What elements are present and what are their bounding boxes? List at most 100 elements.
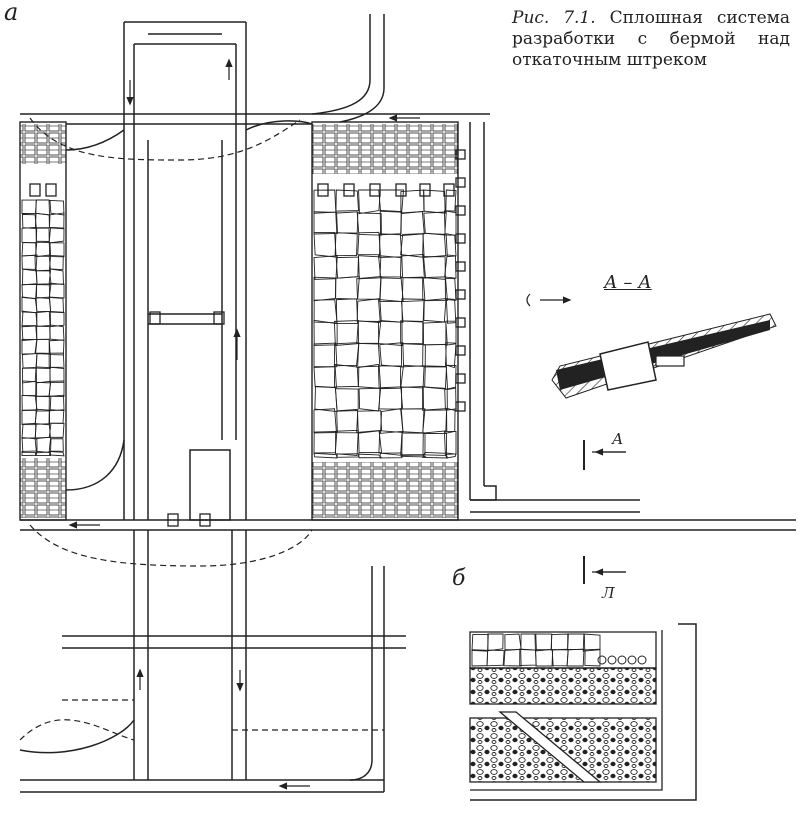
rock-fragment (335, 211, 359, 234)
rock-fragment (21, 409, 38, 426)
rock-fragment (400, 454, 428, 458)
rock-fragment (313, 319, 338, 346)
rock-fragment (379, 233, 403, 258)
rock-fragment (49, 324, 65, 341)
rock-fragment (400, 189, 425, 214)
rock-fragment (422, 408, 448, 434)
rock-fragment (21, 338, 38, 355)
face-block (455, 345, 466, 356)
section-title: А – А (604, 272, 652, 293)
rock-fragment (567, 633, 586, 651)
arrow-head (225, 58, 233, 68)
rock-fragment (34, 212, 50, 229)
rock-fragment (503, 648, 522, 667)
rock-fragment (358, 430, 383, 454)
support-post (45, 183, 57, 197)
rock-fragment (422, 366, 449, 390)
rock-fragment (35, 227, 50, 242)
arrow-head (236, 682, 244, 692)
rock-fragment (313, 408, 337, 434)
arrow-head (594, 568, 604, 576)
rock-fragment (314, 385, 338, 413)
rock-fragment (34, 423, 51, 440)
rock-fragment (21, 296, 38, 314)
rock-fragment (49, 296, 64, 314)
rock-fragment (21, 352, 38, 369)
rock-fragment (48, 394, 65, 412)
rock-fragment (34, 451, 51, 457)
rock-fragment (487, 633, 504, 652)
rock-fragment (400, 343, 426, 368)
rock-fragment (358, 255, 382, 280)
rock-fragment (380, 408, 404, 434)
rock-fragment (471, 649, 489, 667)
panel-label-a: а (4, 0, 19, 26)
face-block (455, 401, 466, 412)
rock-fragment (358, 387, 382, 412)
rock-fragment (34, 255, 52, 272)
rock-fragment (335, 388, 359, 412)
rock-fragment (550, 633, 569, 651)
face-block (455, 149, 466, 160)
rock-fragment (313, 342, 338, 368)
rock-fragment (356, 320, 382, 344)
rock-fragment (48, 451, 65, 457)
face-block (455, 289, 466, 300)
rock-fragment (35, 395, 52, 412)
rock-fragment (401, 276, 424, 303)
section-a-a (526, 293, 777, 399)
rock-fragment (313, 299, 338, 324)
rock-fragment (313, 211, 338, 235)
rock-fragment (35, 325, 51, 340)
rock-fragment (584, 648, 601, 667)
rock-fragment (313, 431, 338, 454)
rock-fragment (401, 298, 425, 323)
rock-fragment (400, 233, 424, 258)
dashed-routes (19, 117, 384, 741)
face-block (455, 233, 466, 244)
rock-fragment (400, 386, 424, 410)
rock-fragment (48, 227, 65, 244)
rock-fragment (313, 452, 338, 459)
rock-fragment (313, 231, 337, 258)
rock-fragment (356, 275, 382, 300)
rock-fragment (379, 277, 404, 302)
rock-fragment (21, 242, 37, 257)
rock-fragment (50, 438, 64, 452)
rock-fragment (357, 231, 381, 256)
rock-fragment (35, 381, 52, 398)
rock-fragment (335, 298, 359, 324)
section-mark-bottom: Л (602, 584, 615, 602)
rock-fragment (48, 409, 65, 424)
rock-fragment (34, 436, 52, 454)
rock-fragment (21, 450, 38, 456)
rock-fragment (400, 364, 426, 388)
rock-fragment (36, 284, 52, 299)
panel-label-b: б (452, 566, 466, 591)
rock-fragment (446, 387, 457, 411)
rock-fragment (422, 276, 448, 302)
rock-fragment (49, 310, 65, 328)
rock-fragment (445, 233, 457, 258)
rock-fragment (378, 320, 403, 346)
rock-fragment (48, 422, 65, 438)
rock-fragment (378, 189, 404, 213)
arrow-head (126, 96, 134, 106)
rock-fragment (423, 189, 446, 214)
left-rock-pillar (19, 121, 67, 521)
rock-fragment (335, 429, 359, 456)
rock-fragment (35, 269, 52, 285)
arrow-head (136, 668, 144, 678)
flow-arrows (68, 58, 626, 790)
rock-fragment (49, 366, 65, 383)
rock-fragment (48, 380, 65, 397)
rock-fragment (355, 342, 381, 368)
rock-fragment (471, 633, 489, 652)
rock-fragment (35, 338, 50, 354)
rock-fragment (34, 408, 51, 426)
rock-fragment (333, 320, 359, 346)
rock-fragment (400, 408, 426, 434)
face-block (455, 205, 466, 216)
rock-fragment (22, 268, 38, 286)
